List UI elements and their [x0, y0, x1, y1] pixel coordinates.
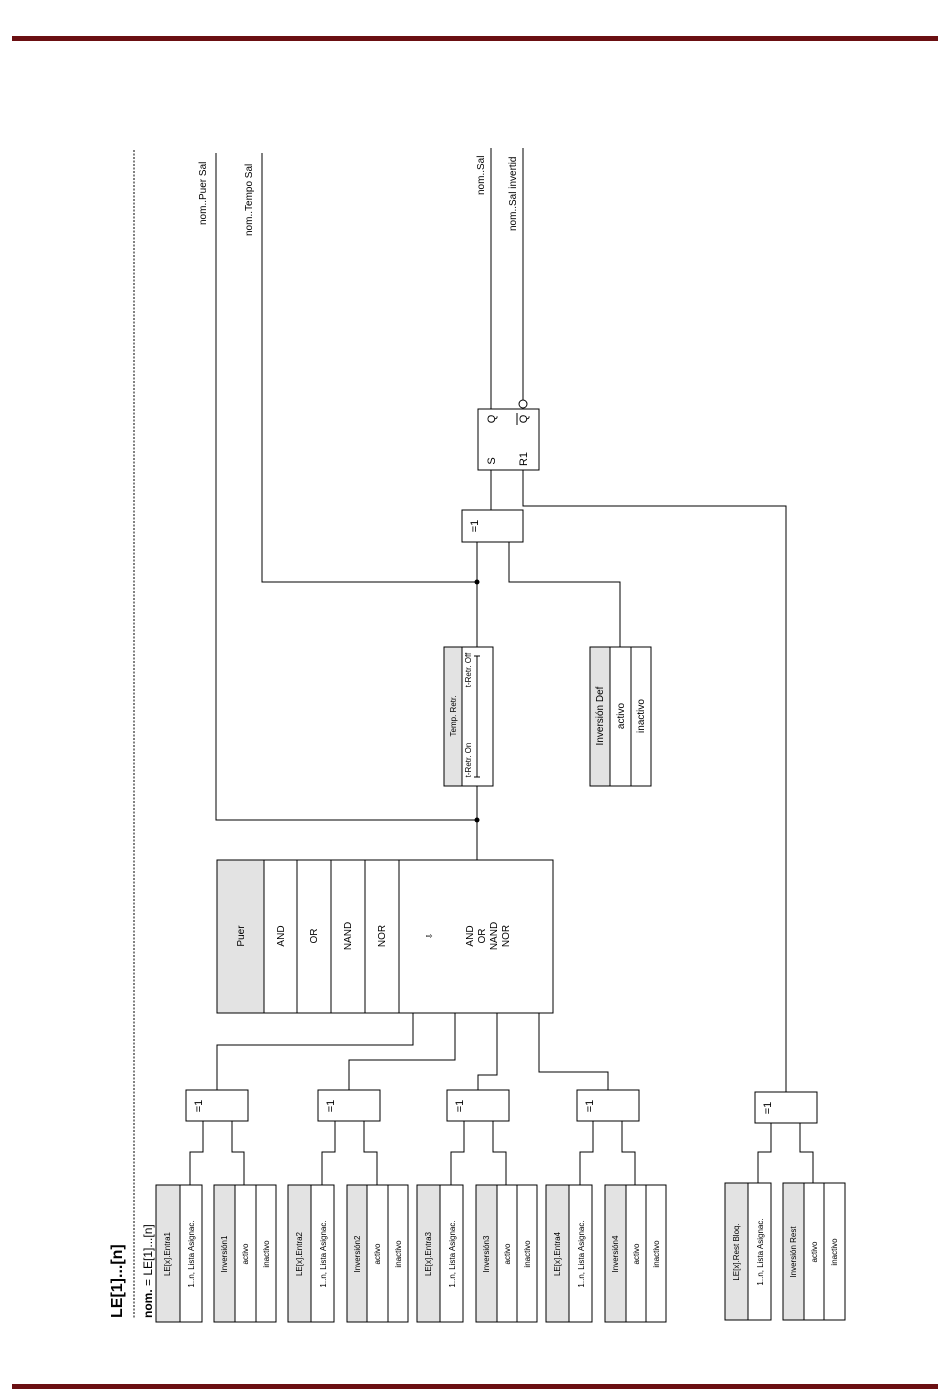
- input-name-1: LE[x].Entra1: [163, 1231, 172, 1276]
- junction-dot: [474, 579, 480, 585]
- input-block-1: LE[x].Entra1 1..n, Lista Asignac.: [155, 1184, 203, 1323]
- inversion-block-3: Inversión3 activo inactivo: [475, 1184, 538, 1323]
- input-block-4: LE[x].Entra4 1..n, Lista Asignac.: [545, 1184, 593, 1323]
- input-name-4: LE[x].Entra4: [553, 1231, 562, 1276]
- inversion-inactivo-3: inactivo: [523, 1240, 532, 1268]
- inversion-block-1: Inversión1 activo inactivo: [213, 1184, 277, 1323]
- gate-output-and: AND: [465, 925, 476, 946]
- reset-inversion-label: Inversión Rest: [789, 1226, 798, 1278]
- xor-label-1: =1: [193, 1100, 205, 1113]
- flip-flop-s-label: S: [486, 457, 498, 464]
- flip-flop: S R1 Q Q: [477, 399, 540, 471]
- timer-off-label: t-Retr. Off: [464, 652, 473, 687]
- inversion-activo-1: activo: [241, 1243, 250, 1264]
- gate-option-or: OR: [309, 929, 320, 944]
- gate-option-and: AND: [276, 925, 287, 946]
- timer-on-label: t-Retr. On: [464, 743, 473, 778]
- flip-flop-r1-label: R1: [518, 452, 530, 466]
- top-border-bar: [12, 36, 938, 41]
- output-label-tempo-sal: nom..Tempo Sal: [244, 164, 255, 236]
- reset-inversion-block: Inversión Rest activo inactivo: [782, 1182, 846, 1321]
- diagram-subtitle: nom. = LE[1]...[n]: [141, 1224, 155, 1318]
- inversion-inactivo-2: inactivo: [394, 1240, 403, 1268]
- input-list-3: 1..n, Lista Asignac.: [448, 1220, 457, 1287]
- inversion-inactivo-4: inactivo: [652, 1240, 661, 1268]
- inversion-activo-3: activo: [503, 1243, 512, 1264]
- inversion-def-block: Inversión Def activo inactivo: [589, 646, 652, 787]
- reset-inversion-inactivo: inactivo: [830, 1238, 839, 1266]
- inversion-block-4: Inversión4 activo inactivo: [604, 1184, 667, 1323]
- output-label-puer-sal: nom..Puer Sal: [198, 162, 209, 225]
- inversion-def-header: Inversión Def: [595, 686, 606, 745]
- gate-option-nor: NOR: [377, 925, 388, 947]
- junction-dot: [474, 817, 480, 823]
- gate-output-nor: NOR: [501, 925, 512, 947]
- inversion-def-activo: activo: [616, 703, 627, 730]
- input-name-3: LE[x].Entra3: [424, 1231, 433, 1276]
- gate-arrow-icon: ⇩: [425, 933, 434, 940]
- flip-flop-qbar-label: Q: [518, 414, 530, 423]
- reset-xor-label: =1: [762, 1102, 774, 1115]
- inversion-block-2: Inversión2 activo inactivo: [346, 1184, 409, 1323]
- inversion-def-inactivo: inactivo: [636, 699, 647, 733]
- output-label-sal-invertid: nom..Sal invertid: [508, 157, 519, 231]
- gate-output-nand: NAND: [489, 922, 500, 950]
- reset-xor-gate: =1: [754, 1091, 818, 1124]
- or-gate: =1: [461, 509, 524, 543]
- timer-title: Temp. Retr.: [449, 696, 458, 737]
- inversion-activo-2: activo: [373, 1243, 382, 1264]
- xor-label-4: =1: [584, 1100, 596, 1113]
- bottom-border-bar: [12, 1384, 938, 1389]
- gate-option-nand: NAND: [343, 922, 354, 950]
- inversion-label-4: Inversión4: [611, 1235, 620, 1272]
- input-list-2: 1..n, Lista Asignac.: [319, 1220, 328, 1287]
- xor-label-3: =1: [454, 1100, 466, 1113]
- inversion-inactivo-1: inactivo: [262, 1240, 271, 1268]
- reset-input-block: LE[x].Rest Bloq. 1..n, Lista Asignac.: [724, 1182, 772, 1321]
- wires: [189, 148, 814, 1185]
- inversion-label-3: Inversión3: [482, 1235, 491, 1272]
- xor-gate-4: =1: [576, 1089, 640, 1122]
- input-name-2: LE[x].Entra2: [295, 1231, 304, 1276]
- gate-output-or: OR: [477, 929, 488, 944]
- xor-gate-3: =1: [446, 1089, 510, 1122]
- input-list-4: 1..n, Lista Asignac.: [577, 1220, 586, 1287]
- xor-label-2: =1: [325, 1100, 337, 1113]
- gate-selector-block: Puer AND OR NAND NOR ⇩ AND OR NAND NOR: [216, 859, 554, 1014]
- reset-input-name: LE[x].Rest Bloq.: [732, 1223, 741, 1280]
- flip-flop-q-label: Q: [486, 414, 498, 423]
- inversion-bubble: [518, 399, 528, 409]
- input-block-3: LE[x].Entra3 1..n, Lista Asignac.: [416, 1184, 464, 1323]
- diagram-title: LE[1]...[n]: [109, 1244, 126, 1318]
- reset-inversion-activo: activo: [810, 1241, 819, 1262]
- inversion-activo-4: activo: [632, 1243, 641, 1264]
- gate-header: Puer: [236, 925, 247, 947]
- input-list-1: 1..n, Lista Asignac.: [187, 1220, 196, 1287]
- reset-input-list: 1..n, Lista Asignac.: [756, 1218, 765, 1285]
- or-gate-label: =1: [469, 520, 481, 533]
- xor-gate-2: =1: [317, 1089, 381, 1122]
- timer-block: Temp. Retr. t-Retr. On t-Retr. Off: [443, 646, 494, 787]
- inversion-label-1: Inversión1: [220, 1235, 229, 1272]
- output-label-sal: nom..Sal: [476, 156, 487, 195]
- input-block-2: LE[x].Entra2 1..n, Lista Asignac.: [287, 1184, 335, 1323]
- xor-gate-1: =1: [185, 1089, 249, 1122]
- inversion-label-2: Inversión2: [353, 1235, 362, 1272]
